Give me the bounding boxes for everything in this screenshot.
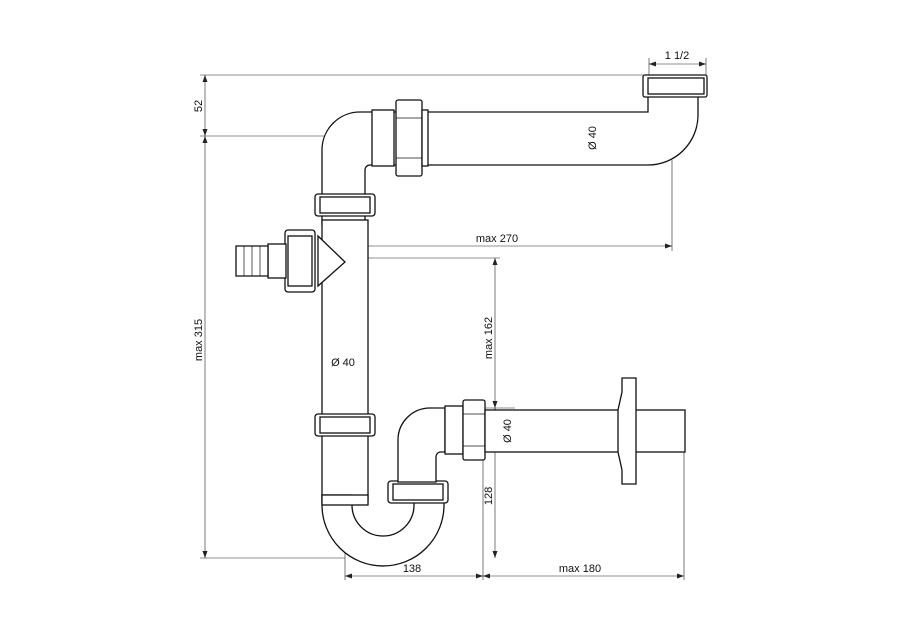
label-pipe-dia-top: Ø 40 [587, 126, 599, 150]
label-reach-horizontal: max 270 [476, 233, 518, 245]
label-pipe-dia-outlet: Ø 40 [502, 419, 514, 443]
label-height-trap: 128 [483, 487, 495, 505]
label-pipe-dia-vertical: Ø 40 [331, 357, 355, 369]
label-height-top: 52 [193, 100, 205, 112]
label-height-total: max 315 [193, 319, 205, 361]
label-outlet-length: max 180 [559, 563, 601, 575]
label-height-mid: max 162 [483, 317, 495, 359]
wall-rosette [617, 377, 637, 485]
siphon-body [235, 74, 708, 567]
outlet-elbow [397, 407, 446, 483]
outlet-pipe [484, 409, 686, 453]
label-width-trap: 138 [403, 563, 421, 575]
dimension-labels: 52 1 1/2 Ø 40 max 270 max 315 max 162 Ø … [193, 50, 689, 575]
outlet-coupling [444, 405, 464, 455]
u-trap [321, 494, 445, 567]
label-inlet-thread: 1 1/2 [665, 50, 689, 62]
top-coupling [371, 109, 395, 167]
side-inlet-cone [317, 234, 346, 288]
